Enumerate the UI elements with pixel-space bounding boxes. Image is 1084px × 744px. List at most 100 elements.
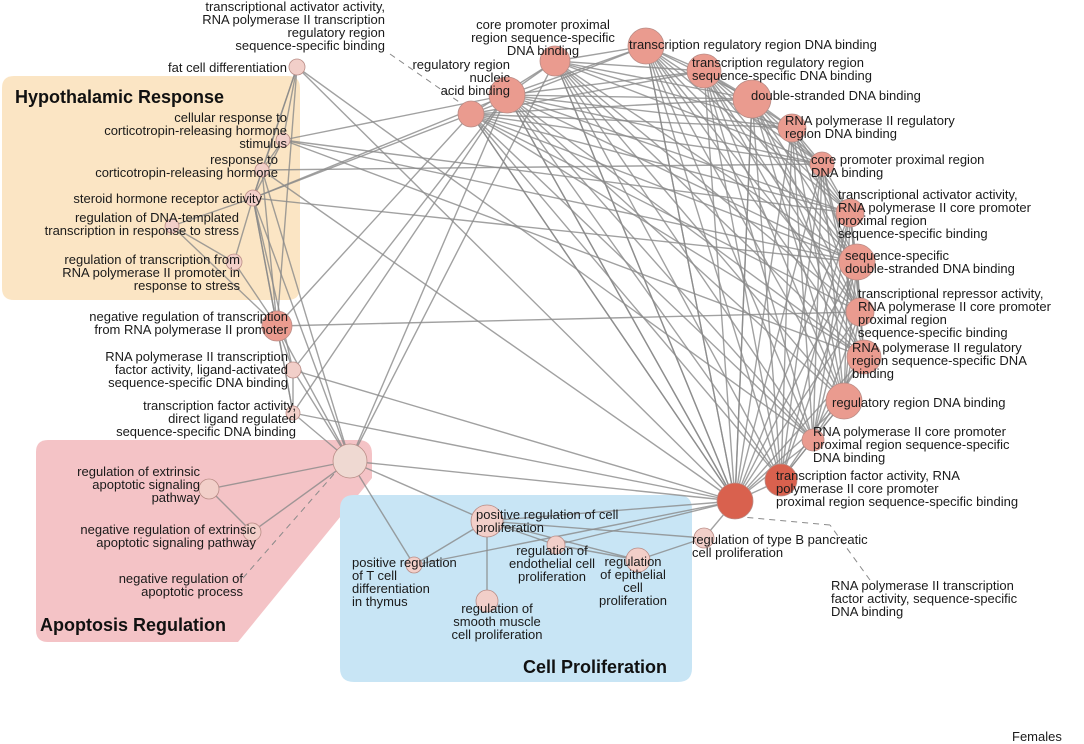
- edge: [751, 98, 858, 263]
- edge: [261, 169, 736, 502]
- label-line: in thymus: [352, 594, 408, 609]
- edge: [506, 94, 753, 100]
- node-smooth[interactable]: [475, 589, 499, 613]
- node-crh-stim[interactable]: [275, 132, 291, 148]
- node-neg-ext-apop[interactable]: [242, 522, 262, 542]
- label-line: acid binding: [441, 83, 510, 98]
- node-typeb[interactable]: [693, 527, 715, 549]
- label-line: DNA binding: [507, 43, 579, 58]
- label-activator-reg: transcriptional activator activity,RNA p…: [202, 0, 385, 53]
- node-tcell[interactable]: [405, 556, 423, 574]
- label-line: sequence-specific DNA binding: [108, 375, 288, 390]
- edge: [261, 163, 823, 171]
- node-trr-seq[interactable]: [686, 53, 722, 89]
- leader-line-tf-seq-2: [741, 516, 831, 526]
- edge: [703, 70, 823, 165]
- label-line: RNA polymerase II promoter in: [62, 265, 240, 280]
- node-tf-seq[interactable]: [716, 482, 754, 520]
- edge: [703, 70, 782, 481]
- label-line: apoptotic signaling pathway: [96, 535, 256, 550]
- label-steroid: steroid hormone receptor activity: [73, 191, 262, 206]
- label-line: proximal region: [838, 213, 927, 228]
- node-pol2-reg[interactable]: [777, 113, 807, 143]
- edge: [282, 139, 858, 263]
- edge: [282, 139, 851, 214]
- label-line: DNA binding: [813, 450, 885, 465]
- label-line: proliferation: [476, 520, 544, 535]
- node-pol2-reg-seq[interactable]: [846, 339, 882, 375]
- edge: [554, 60, 865, 358]
- node-repressor[interactable]: [845, 297, 875, 327]
- label-line: cellular response to: [174, 110, 287, 125]
- leader-line-neg-apoptosis: [242, 473, 335, 579]
- node-trr[interactable]: [627, 27, 665, 65]
- node-pol2-stress[interactable]: [225, 253, 243, 271]
- edge: [645, 45, 736, 502]
- label-line: regulation of DNA-templated: [75, 210, 239, 225]
- node-hub[interactable]: [332, 443, 368, 479]
- node-ds-seq[interactable]: [838, 243, 876, 281]
- node-core-prox-seq[interactable]: [539, 45, 571, 77]
- label-line: binding: [852, 366, 894, 381]
- label-line: regulation of: [516, 543, 588, 558]
- node-pos-prolif[interactable]: [470, 504, 504, 538]
- edge: [506, 94, 782, 481]
- edge: [506, 94, 814, 441]
- label-line: sequence-specific binding: [858, 325, 1008, 340]
- label-fat: fat cell differentiation: [168, 60, 287, 75]
- label-line: RNA polymerase II regulatory: [785, 113, 955, 128]
- edge: [703, 70, 845, 402]
- node-activator-core[interactable]: [835, 198, 865, 228]
- node-ds-dna[interactable]: [732, 79, 772, 119]
- label-line: regulation of transcription from: [64, 252, 240, 267]
- node-direct-ligand[interactable]: [285, 405, 301, 421]
- node-ext-apop[interactable]: [198, 478, 220, 500]
- edge: [780, 356, 865, 481]
- label-line: proliferation: [518, 569, 586, 584]
- label-line: positive regulation of cell: [476, 507, 618, 522]
- node-neg-pol2[interactable]: [261, 310, 293, 342]
- label-repressor: transcriptional repressor activity,RNA p…: [858, 286, 1052, 340]
- node-steroid[interactable]: [244, 189, 262, 207]
- node-reg-dna[interactable]: [825, 382, 863, 420]
- edge: [506, 94, 823, 165]
- node-core-seq[interactable]: [801, 428, 825, 452]
- node-ligand[interactable]: [284, 361, 302, 379]
- node-epi[interactable]: [625, 547, 651, 573]
- edge: [506, 45, 647, 96]
- label-line: corticotropin-releasing hormone: [104, 123, 287, 138]
- label-line: nucleic: [470, 70, 511, 85]
- node-crh[interactable]: [254, 162, 270, 178]
- label-line: RNA polymerase II transcription: [202, 12, 385, 27]
- edge: [812, 163, 823, 441]
- label-line: RNA polymerase II core promoter: [838, 200, 1032, 215]
- node-core-prox[interactable]: [809, 151, 835, 177]
- edge: [276, 325, 351, 462]
- label-line: sequence-specific DNA binding: [692, 68, 872, 83]
- edge: [292, 94, 508, 371]
- label-line: from RNA polymerase II promoter: [94, 322, 288, 337]
- edge: [252, 113, 472, 199]
- label-line: of T cell: [352, 568, 397, 583]
- node-dna-stress[interactable]: [164, 218, 180, 234]
- node-fat[interactable]: [288, 58, 306, 76]
- edge: [791, 127, 814, 441]
- label-line: RNA polymerase II core promoter: [858, 299, 1052, 314]
- leader-line-activator-reg: [389, 53, 463, 105]
- node-activator-reg[interactable]: [457, 100, 485, 128]
- node-tf-core[interactable]: [764, 463, 798, 497]
- edge: [506, 94, 851, 214]
- label-line: corticotropin-releasing hormone: [95, 165, 278, 180]
- label-line: of epithelial: [600, 567, 666, 582]
- node-reg-nucleic[interactable]: [488, 76, 526, 114]
- label-line: region sequence-specific: [471, 30, 615, 45]
- edge: [292, 369, 351, 462]
- label-reg-dna: regulatory region DNA binding: [832, 395, 1005, 410]
- node-endo[interactable]: [546, 535, 566, 555]
